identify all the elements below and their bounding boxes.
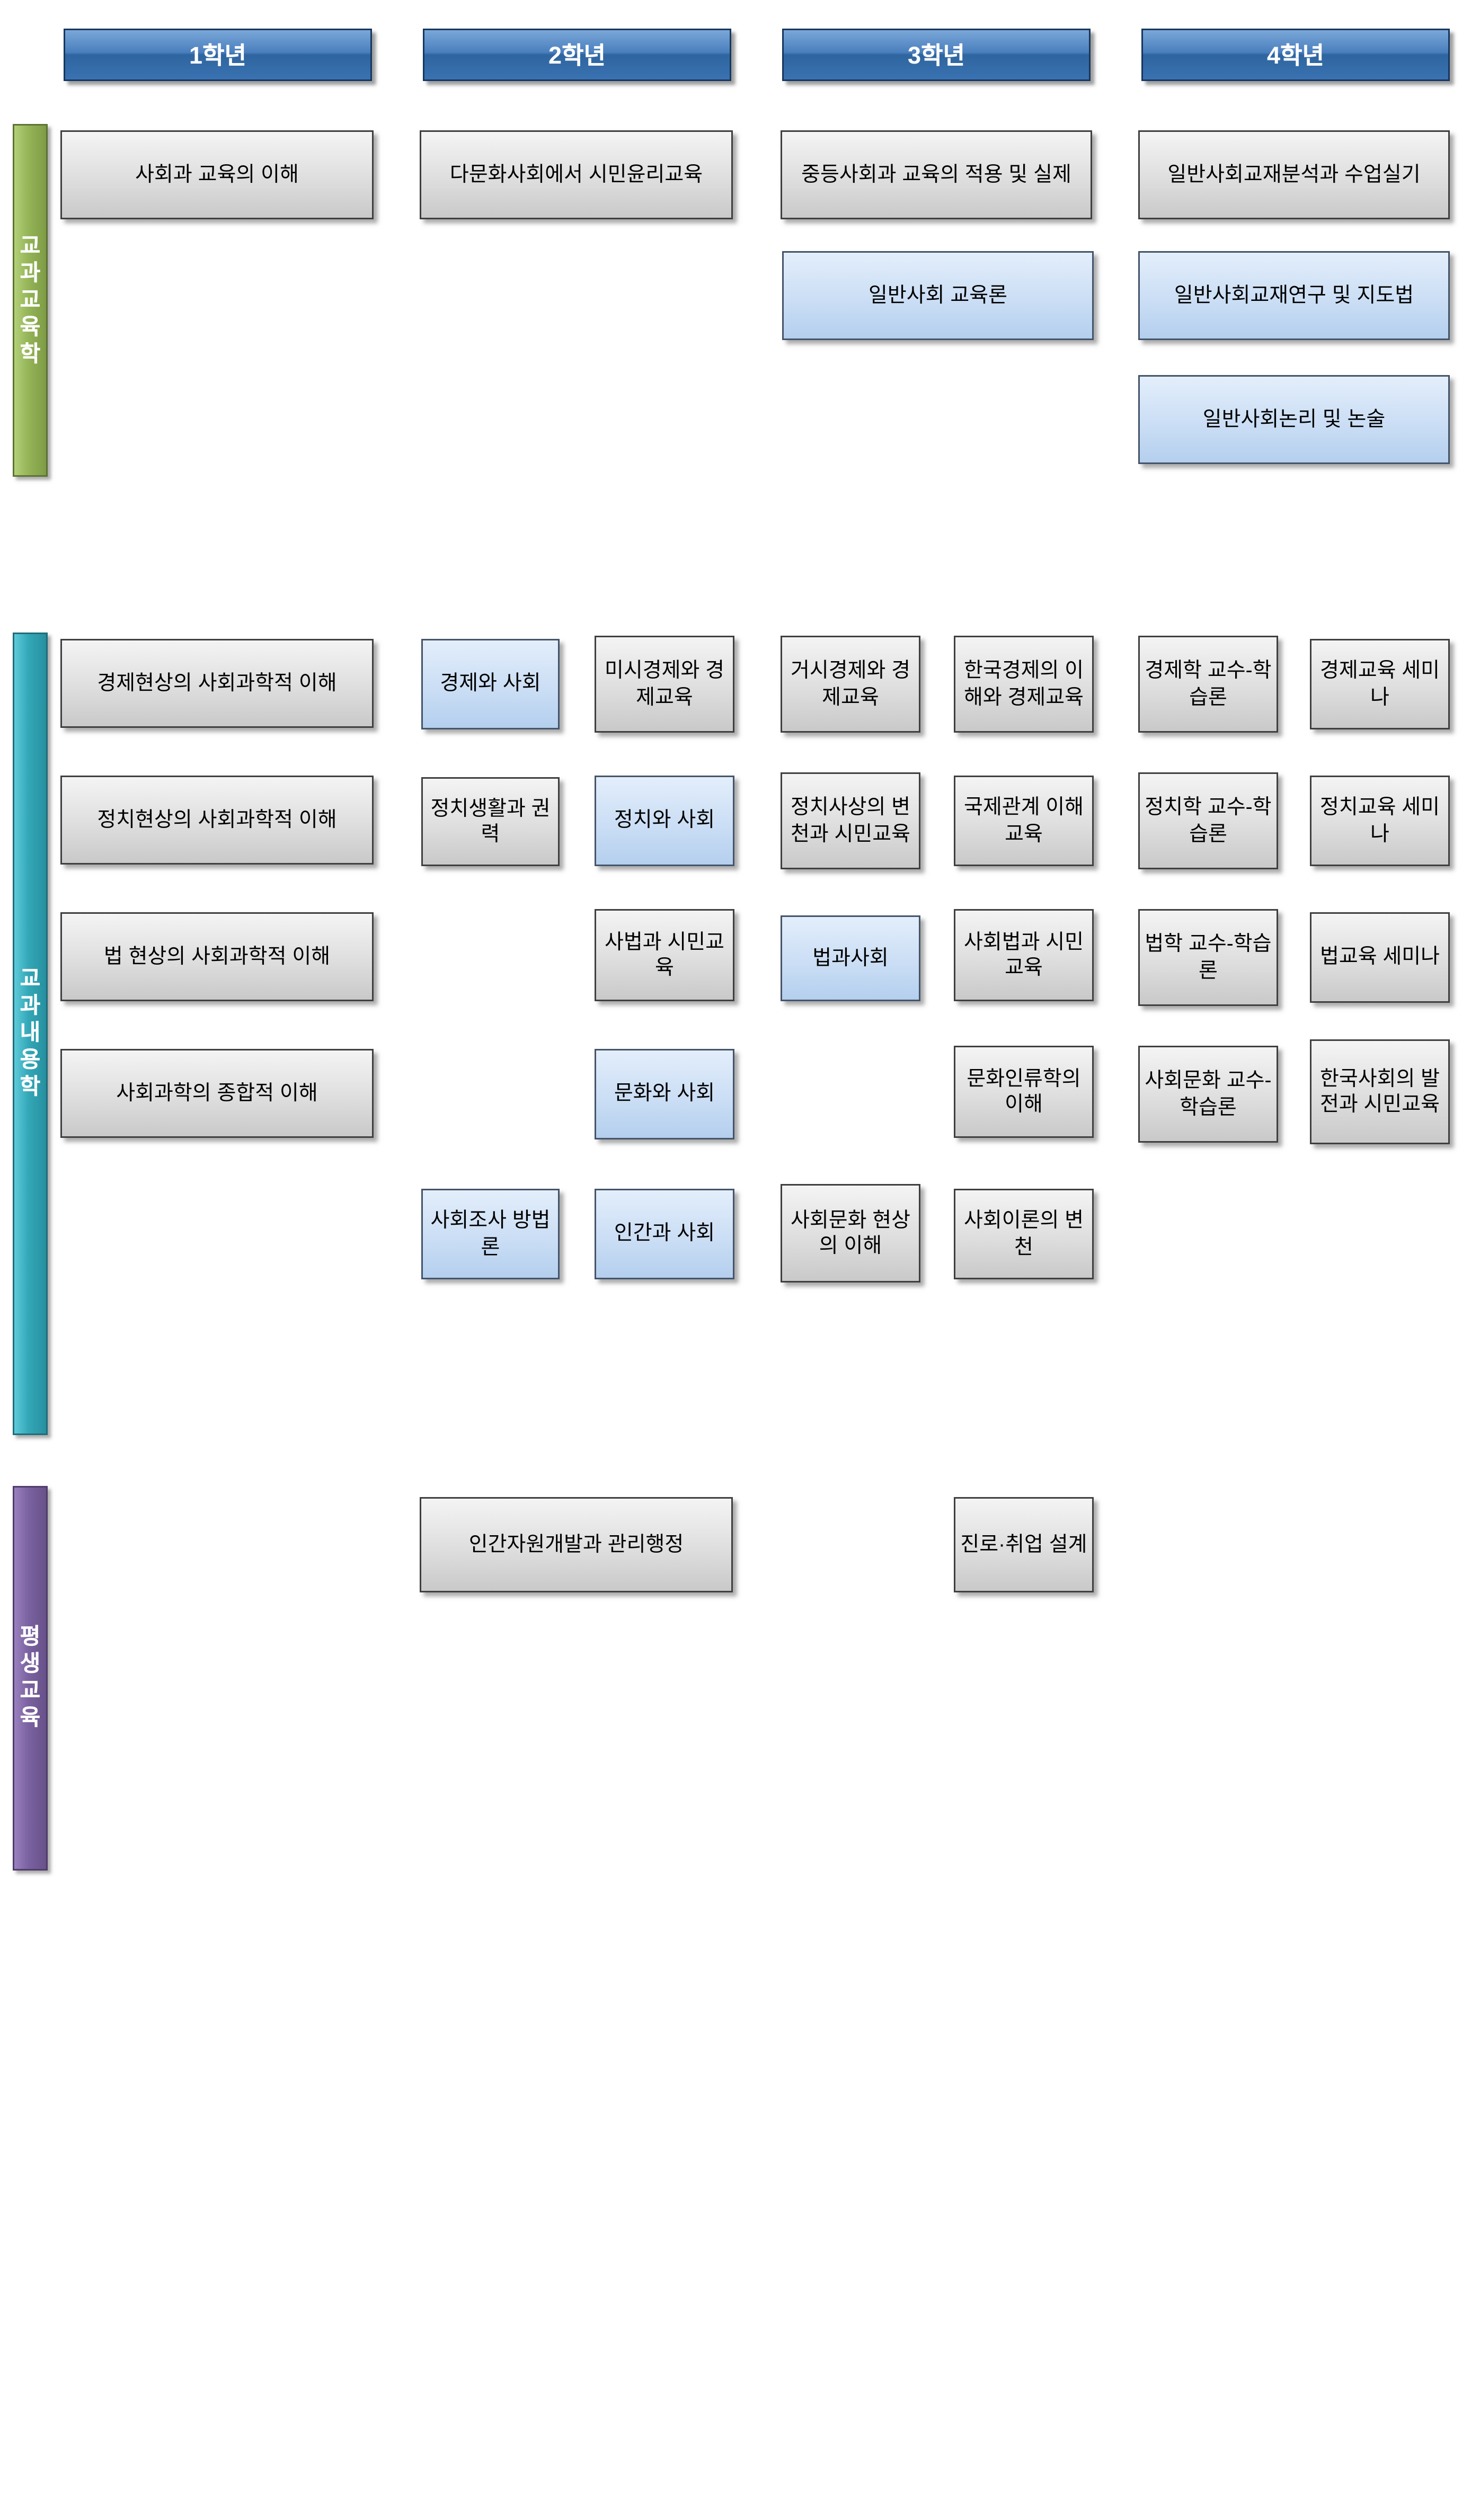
course-box: 한국경제의 이해와 경제교육: [954, 636, 1094, 733]
course-box: 일반사회논리 및 논술: [1138, 375, 1450, 464]
year-header-2: 2학년: [423, 29, 731, 81]
course-box: 진로·취업 설계: [954, 1497, 1094, 1592]
course-box: 국제관계 이해교육: [954, 776, 1094, 866]
course-box: 법과사회: [781, 915, 920, 1001]
course-box: 일반사회교재연구 및 지도법: [1138, 251, 1450, 340]
course-box: 사회조사 방법론: [421, 1189, 560, 1279]
course-box: 일반사회교재분석과 수업실기: [1138, 130, 1450, 219]
course-box: 사회과 교육의 이해: [60, 130, 374, 219]
course-box: 정치사상의 변천과 시민교육: [781, 772, 920, 869]
course-box: 중등사회과 교육의 적용 및 실제: [781, 130, 1092, 219]
course-box: 사회과학의 종합적 이해: [60, 1049, 374, 1138]
course-box: 정치학 교수-학습론: [1138, 772, 1278, 869]
course-box: 사법과 시민교육: [595, 909, 734, 1001]
course-box: 정치생활과 권력: [421, 777, 560, 866]
year-header-3: 3학년: [782, 29, 1091, 81]
course-box: 사회법과 시민교육: [954, 909, 1094, 1001]
course-box: 거시경제와 경제교육: [781, 636, 920, 733]
course-box: 경제와 사회: [421, 639, 560, 729]
course-box: 경제학 교수-학습론: [1138, 636, 1278, 733]
course-box: 일반사회 교육론: [782, 251, 1094, 340]
course-box: 다문화사회에서 시민윤리교육: [420, 130, 733, 219]
course-box: 인간과 사회: [595, 1189, 734, 1279]
course-box: 법 현상의 사회과학적 이해: [60, 912, 374, 1001]
section-bar-lifelong-education: 평생교육: [13, 1486, 48, 1871]
course-box: 정치와 사회: [595, 776, 734, 866]
course-box: 문화인류학의 이해: [954, 1046, 1094, 1138]
course-box: 한국사회의 발전과 시민교육: [1310, 1039, 1450, 1144]
course-box: 사회문화 현상의 이해: [781, 1184, 920, 1283]
course-box: 경제교육 세미나: [1310, 639, 1450, 729]
course-box: 문화와 사회: [595, 1049, 734, 1139]
year-header-1: 1학년: [64, 29, 372, 81]
course-box: 정치교육 세미나: [1310, 776, 1450, 866]
course-box: 사회문화 교수-학습론: [1138, 1046, 1278, 1143]
course-box: 법교육 세미나: [1310, 912, 1450, 1003]
course-box: 경제현상의 사회과학적 이해: [60, 639, 374, 728]
course-box: 법학 교수-학습론: [1138, 909, 1278, 1006]
section-bar-subject-content: 교과내용학: [13, 633, 48, 1435]
section-bar-subject-pedagogy: 교과교육학: [13, 124, 48, 477]
course-box: 정치현상의 사회과학적 이해: [60, 776, 374, 865]
course-box: 인간자원개발과 관리행정: [420, 1497, 733, 1592]
course-box: 미시경제와 경제교육: [595, 636, 734, 733]
year-header-4: 4학년: [1141, 29, 1450, 81]
course-box: 사회이론의 변천: [954, 1189, 1094, 1279]
